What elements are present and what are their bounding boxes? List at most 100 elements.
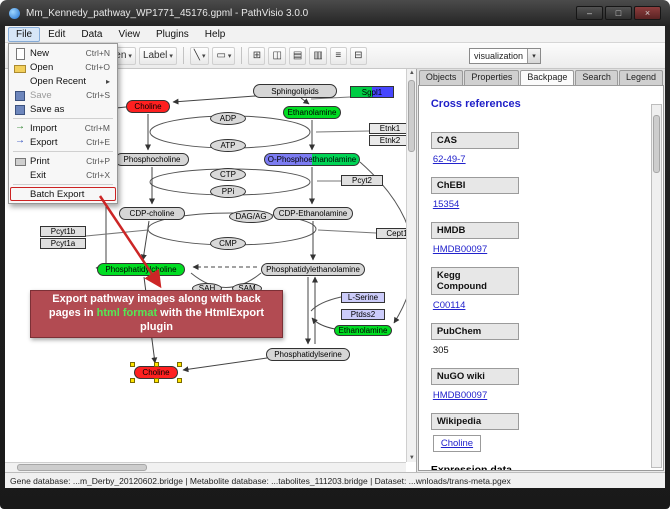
selection-handle[interactable] — [177, 378, 182, 383]
pathway-node-phosphatidylethanolamine[interactable]: Phosphatidylethanolamine — [261, 263, 365, 276]
annotation-text: with the HtmlExport plugin — [140, 307, 265, 333]
menu-item-label: Open — [30, 61, 54, 73]
xref-link[interactable]: HMDB00097 — [432, 244, 488, 255]
pathway-node-cmp[interactable]: CMP — [210, 237, 246, 250]
pathway-node-phosphocholine[interactable]: Phosphocholine — [115, 153, 189, 166]
pathway-node-ppi[interactable]: PPi — [210, 185, 246, 198]
scrollbar-thumb[interactable] — [17, 464, 147, 471]
pathway-node-sphingolipids[interactable]: Sphingolipids — [253, 84, 337, 98]
pathway-node-pcyt2[interactable]: Pcyt2 — [341, 175, 383, 186]
label-tool-button[interactable]: Label▾ — [138, 46, 177, 65]
scrollbar-thumb[interactable] — [407, 80, 415, 152]
menu-plugins[interactable]: Plugins — [155, 28, 189, 40]
distribute-horizontal-button-icon: ≡ — [335, 50, 342, 61]
close-button[interactable]: × — [634, 6, 661, 20]
selection-handle[interactable] — [154, 378, 159, 383]
selection-handle[interactable] — [130, 378, 135, 383]
pathway-node-cdp-choline[interactable]: CDP-choline — [119, 207, 185, 220]
align-left-button-icon: ▤ — [292, 50, 303, 61]
minimize-button[interactable]: – — [576, 6, 603, 20]
scroll-up-icon[interactable]: ▲ — [408, 70, 415, 76]
visualization-select[interactable]: visualization ▾ — [468, 47, 541, 64]
xref-link[interactable]: C00114 — [432, 300, 466, 311]
canvas-horizontal-scrollbar[interactable] — [5, 462, 406, 472]
menu-data[interactable]: Data — [81, 28, 103, 40]
pathway-node-cdp-ethanolamine[interactable]: CDP-Ethanolamine — [273, 207, 353, 220]
tab-properties[interactable]: Properties — [464, 70, 520, 85]
scroll-down-icon[interactable]: ▼ — [408, 455, 415, 461]
menu-item-label: New — [30, 47, 50, 59]
selection-handle[interactable] — [154, 362, 159, 367]
tab-search[interactable]: Search — [575, 70, 618, 85]
toolbar-buttons: Gen▾Label▾╲▾▭▾⊞◫▤▥≡⊟ — [94, 46, 367, 65]
scrollbar-thumb[interactable] — [653, 115, 660, 173]
menu-shortcut: Ctrl+E — [86, 137, 110, 147]
titlebar[interactable]: Mm_Kennedy_pathway_WP1771_45176.gpml - P… — [0, 0, 670, 26]
pathway-node-l-serine[interactable]: L-Serine — [341, 292, 385, 303]
canvas-vertical-scrollbar[interactable]: ▲ ▼ — [405, 69, 416, 462]
tab-backpage[interactable]: Backpage — [520, 70, 575, 85]
expression-data-heading: Expression data — [430, 464, 512, 471]
xref-link[interactable]: 62-49-7 — [432, 154, 466, 165]
pathway-node-pcyt1a[interactable]: Pcyt1a — [40, 238, 86, 249]
pathway-node-cept1[interactable]: Cept1 — [376, 228, 416, 239]
xref-link[interactable]: Choline — [432, 435, 482, 452]
menu-view[interactable]: View — [118, 28, 140, 40]
maximize-button[interactable]: □ — [605, 6, 632, 20]
dropdown-arrow-icon[interactable]: ▾ — [527, 48, 540, 63]
selection-handle[interactable] — [177, 362, 182, 367]
xref-source-name: PubChem — [430, 323, 519, 340]
pathway-node-etnk1[interactable]: Etnk1 — [369, 123, 411, 134]
panel-scrollbar[interactable] — [651, 104, 662, 468]
distribute-vertical-button-icon: ⊟ — [354, 50, 363, 61]
pathway-node-atp[interactable]: ATP — [210, 139, 246, 152]
menu-edit[interactable]: Edit — [48, 28, 66, 40]
shape-tool-button[interactable]: ▭▾ — [212, 46, 236, 65]
selection-handle[interactable] — [130, 362, 135, 367]
pathway-node-adp[interactable]: ADP — [210, 112, 246, 125]
pathway-node-ptdss2[interactable]: Ptdss2 — [341, 309, 385, 320]
tab-objects[interactable]: Objects — [418, 70, 464, 85]
align-vertical-button[interactable]: ◫ — [268, 46, 286, 65]
pathway-node-sgpl1[interactable]: Sgpl1 — [350, 86, 394, 98]
menu-help[interactable]: Help — [204, 28, 226, 40]
menu-file[interactable]: File — [8, 26, 41, 42]
align-horizontal-button-icon: ⊞ — [252, 50, 262, 61]
annotation-text: Export pathway images along with back pa… — [48, 293, 261, 320]
xref-link[interactable]: HMDB00097 — [432, 390, 488, 401]
align-left-button[interactable]: ▤ — [288, 46, 307, 65]
align-top-button[interactable]: ▥ — [309, 46, 327, 65]
tab-legend[interactable]: Legend — [618, 70, 663, 85]
shape-tool-button-icon: ▭ — [216, 50, 226, 61]
pathway-node-phosphatidylcholine[interactable]: Phosphatidylcholine — [97, 263, 185, 276]
pathway-node-dag-ag[interactable]: DAG/AG — [229, 210, 273, 223]
menu-item-label: Import — [30, 122, 57, 134]
menu-item-label: Save — [30, 89, 52, 101]
align-horizontal-button[interactable]: ⊞ — [248, 46, 266, 65]
pathway-node-etnk2[interactable]: Etnk2 — [369, 135, 411, 146]
pathway-node-ethanolamine[interactable]: Ethanolamine — [283, 106, 341, 119]
file-menu-item-batch-export[interactable]: Batch Export — [10, 187, 116, 201]
distribute-vertical-button[interactable]: ⊟ — [349, 46, 367, 65]
pathway-node-pcyt1b[interactable]: Pcyt1b — [40, 226, 86, 237]
pathway-node-ctp[interactable]: CTP — [210, 168, 246, 181]
distribute-horizontal-button[interactable]: ≡ — [329, 46, 347, 65]
open-folder-icon — [14, 62, 26, 73]
pathway-node-o-phosphoethanolamine[interactable]: O-Phosphoethanolamine — [264, 153, 360, 166]
file-menu-item-open-recent[interactable]: Open Recent▸ — [10, 74, 116, 88]
file-menu-item-save-as[interactable]: Save as — [10, 102, 116, 116]
xref-link[interactable]: 15354 — [432, 199, 460, 210]
line-tool-button[interactable]: ╲▾ — [189, 46, 210, 65]
pathway-node-phosphatidylserine[interactable]: Phosphatidylserine — [266, 348, 350, 361]
pathway-node-ethanolamine[interactable]: Ethanolamine — [334, 325, 392, 336]
pathway-node-choline[interactable]: Choline — [126, 100, 170, 113]
